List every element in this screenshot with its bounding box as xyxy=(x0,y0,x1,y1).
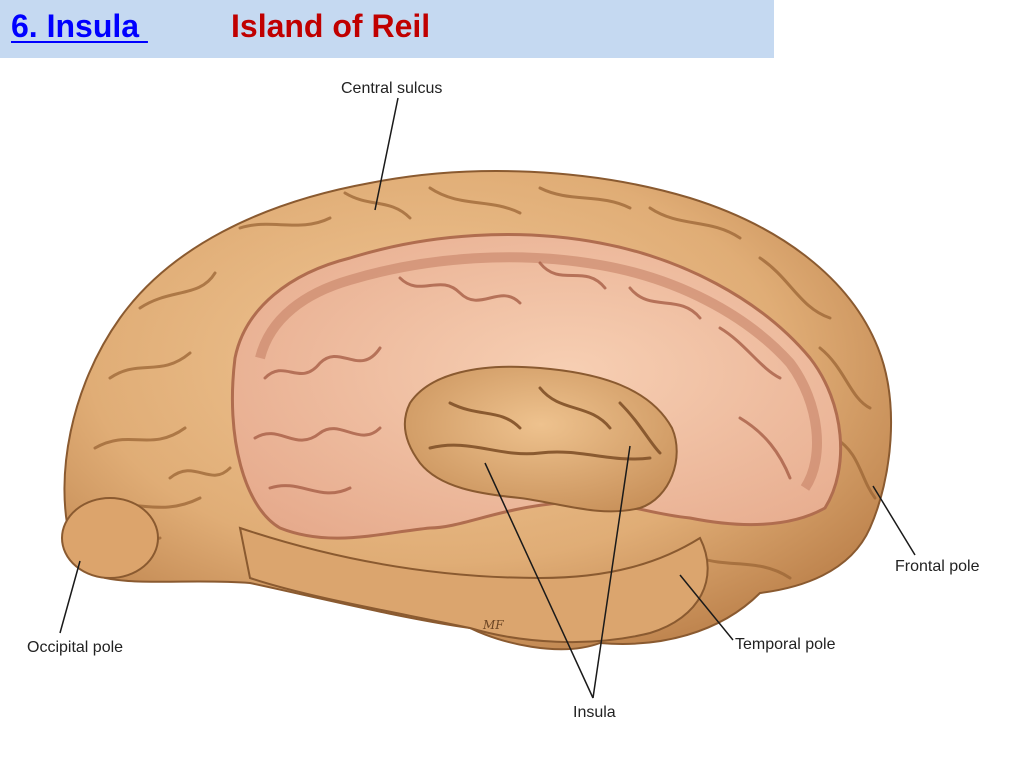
title-bar: 6. Insula Island of Reil xyxy=(0,0,774,58)
temporal-lobe xyxy=(238,526,709,644)
insula-lobe xyxy=(403,365,678,513)
brain-figure: Central sulcus Frontal pole Temporal pol… xyxy=(0,58,1024,768)
medial-folds xyxy=(253,261,792,495)
pointer-frontal-pole xyxy=(872,485,916,556)
pointer-insula-a xyxy=(484,462,594,699)
pointer-central-sulcus xyxy=(374,97,399,211)
brain-illustration xyxy=(59,97,916,699)
slide-title: 6. Insula xyxy=(11,8,148,44)
occipital-region xyxy=(61,497,159,579)
pointer-occipital-pole xyxy=(59,560,81,634)
medial-rim xyxy=(255,252,822,491)
label-temporal-pole: Temporal pole xyxy=(735,636,836,653)
pointer-lines xyxy=(59,97,916,699)
label-insula: Insula xyxy=(573,704,616,721)
label-occipital-pole: Occipital pole xyxy=(27,639,124,656)
pointer-temporal-pole xyxy=(679,574,734,641)
pointer-insula-b xyxy=(592,445,631,699)
illustrator-signature: MF xyxy=(483,618,504,632)
label-central-sulcus: Central sulcus xyxy=(341,80,443,97)
insula-gyri xyxy=(428,386,662,461)
slide-subtitle: Island of Reil xyxy=(231,8,431,44)
label-frontal-pole: Frontal pole xyxy=(895,558,980,575)
